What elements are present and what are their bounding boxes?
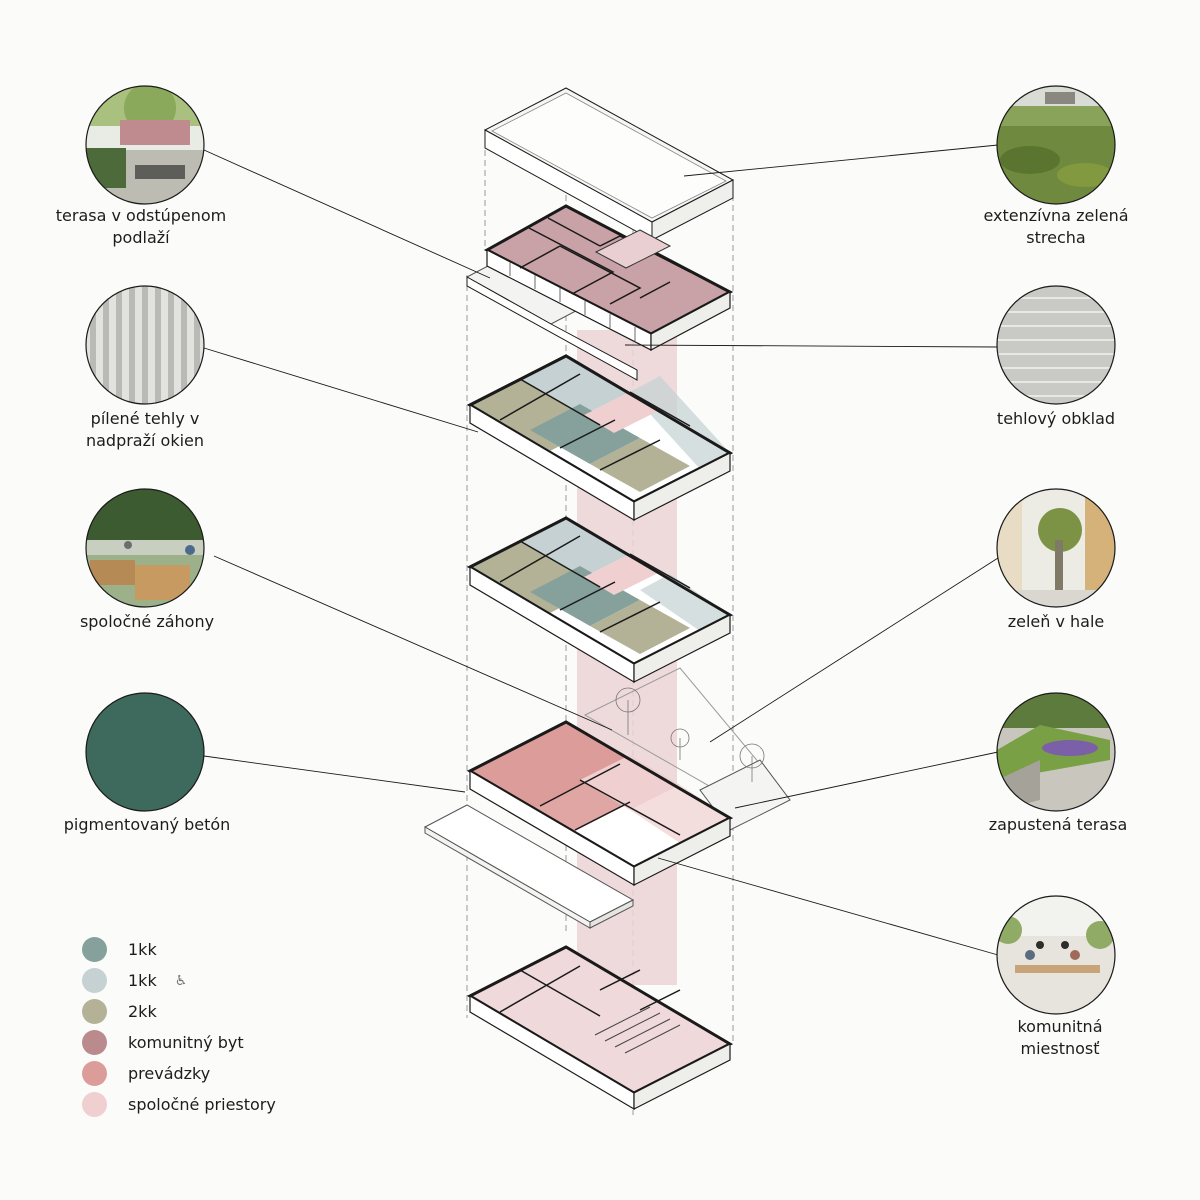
callout-text: nadpraží okien [85,431,205,450]
legend-label: 2kk [128,1002,157,1021]
legend-item-operations: prevádzky [82,1058,276,1089]
callout-community-beds: spoločné záhony [27,611,267,633]
cut-bricks-photo [86,286,204,404]
legend: 1kk 1kk ♿ 2kk komunitný byt prevádzky sp… [82,934,276,1120]
legend-label: prevádzky [128,1064,211,1083]
callout-text: pílené tehly v [90,409,200,428]
legend-item-2kk: 2kk [82,996,276,1027]
callout-text: terasa v odstúpenom [55,206,227,225]
legend-swatch [82,1092,107,1117]
legend-label: spoločné priestory [128,1095,276,1114]
leader-lines [203,144,999,956]
callout-text: tehlový obklad [996,409,1116,428]
callout-green-roof: extenzívna zelená strecha [936,205,1176,249]
legend-swatch [82,1030,107,1055]
floor-level-3 [466,516,734,684]
callout-community-room: komunitná miestnosť [940,1016,1180,1060]
callout-sunken-terrace: zapustená terasa [938,814,1178,836]
legend-label: 1kk [128,971,157,990]
floor-level-basement [466,945,734,1111]
floor-level-ground [423,667,791,929]
terrace-photo [86,86,204,204]
callout-text: podlaží [112,228,170,247]
sunken-terrace-photo [997,693,1115,811]
callout-text: komunitná [1017,1017,1103,1036]
legend-label: komunitný byt [128,1033,244,1052]
callout-text: zeleň v hale [1007,612,1105,631]
legend-swatch [82,1061,107,1086]
callout-terrace-setback: terasa v odstúpenom podlaží [21,205,261,249]
floor-level-4 [466,354,734,522]
callout-text: zapustená terasa [988,815,1128,834]
green-roof-photo [997,86,1115,204]
legend-item-1kk: 1kk [82,934,276,965]
callout-text: spoločné záhony [79,612,215,631]
legend-swatch [82,999,107,1024]
callout-text: pigmentovaný betón [63,815,231,834]
community-beds-photo [86,489,204,607]
legend-swatch [82,968,107,993]
legend-item-community-flat: komunitný byt [82,1027,276,1058]
legend-swatch [82,937,107,962]
legend-item-1kk-accessible: 1kk ♿ [82,965,276,996]
callout-brick-cladding: tehlový obklad [936,408,1176,430]
floor-level-5 [465,204,734,381]
callout-text: extenzívna zelená [983,206,1129,225]
callout-text: miestnosť [1020,1039,1100,1058]
callout-text: strecha [1026,228,1086,247]
callout-cut-bricks: pílené tehly v nadpraží okien [25,408,265,452]
wheelchair-icon: ♿ [174,972,188,989]
callout-hall-greenery: zeleň v hale [936,611,1176,633]
pigmented-concrete-swatch [85,692,205,812]
green-roof-plate [483,87,735,241]
community-room-photo [997,896,1115,1014]
legend-item-common-spaces: spoločné priestory [82,1089,276,1120]
legend-label: 1kk [128,940,157,959]
callout-pigmented-concrete: pigmentovaný betón [27,814,267,836]
